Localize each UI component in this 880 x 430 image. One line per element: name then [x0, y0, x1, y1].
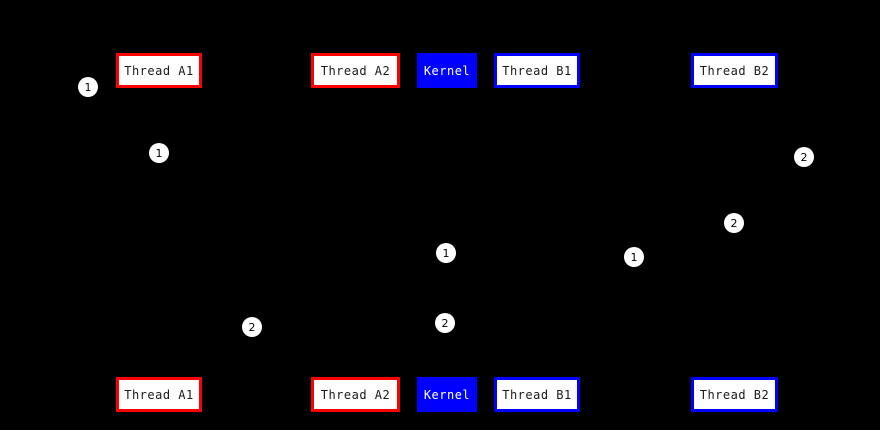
lifeline-thread-a1 [159, 88, 160, 377]
lifeline-thread-a2 [355, 88, 356, 377]
message-arrow-msg-4 [355, 300, 447, 301]
lifeline-stub-thread-a1-bottom [158, 373, 160, 379]
participant-top-thread-b1[interactable]: Thread B1 [494, 53, 580, 88]
lifeline-stub-thread-b1-top [536, 86, 538, 92]
lifeline-thread-b1 [537, 88, 538, 377]
step-badge-1: 1 [78, 77, 98, 97]
lifeline-stub-thread-b1-bottom [536, 373, 538, 379]
lifeline-stub-thread-b2-bottom [733, 373, 735, 379]
lifeline-stub-kernel-bottom [446, 373, 448, 379]
message-arrow-msg-1 [159, 160, 447, 161]
step-badge-1: 1 [436, 243, 456, 263]
lifeline-stub-kernel-top [446, 86, 448, 92]
step-badge-1: 1 [624, 247, 644, 267]
step-badge-2: 2 [435, 313, 455, 333]
participant-top-kernel[interactable]: Kernel [417, 53, 477, 88]
participant-top-thread-a1[interactable]: Thread A1 [116, 53, 202, 88]
participant-top-thread-a2[interactable]: Thread A2 [311, 53, 400, 88]
message-arrow-msg-3 [447, 200, 734, 201]
participant-bottom-thread-a1[interactable]: Thread A1 [116, 377, 202, 412]
message-arrow-msg-2 [447, 230, 537, 231]
lifeline-stub-thread-a2-top [354, 86, 356, 92]
step-badge-2: 2 [794, 147, 814, 167]
step-badge-2: 2 [724, 213, 744, 233]
participant-top-thread-b2[interactable]: Thread B2 [691, 53, 778, 88]
lifeline-stub-thread-b2-top [733, 86, 735, 92]
lifeline-kernel [447, 88, 448, 377]
step-badge-1: 1 [149, 143, 169, 163]
lifeline-stub-thread-a2-bottom [354, 373, 356, 379]
participant-bottom-kernel[interactable]: Kernel [417, 377, 477, 412]
step-badge-2: 2 [242, 317, 262, 337]
participant-bottom-thread-b1[interactable]: Thread B1 [494, 377, 580, 412]
participant-bottom-thread-a2[interactable]: Thread A2 [311, 377, 400, 412]
participant-bottom-thread-b2[interactable]: Thread B2 [691, 377, 778, 412]
lifeline-stub-thread-a1-top [158, 86, 160, 92]
